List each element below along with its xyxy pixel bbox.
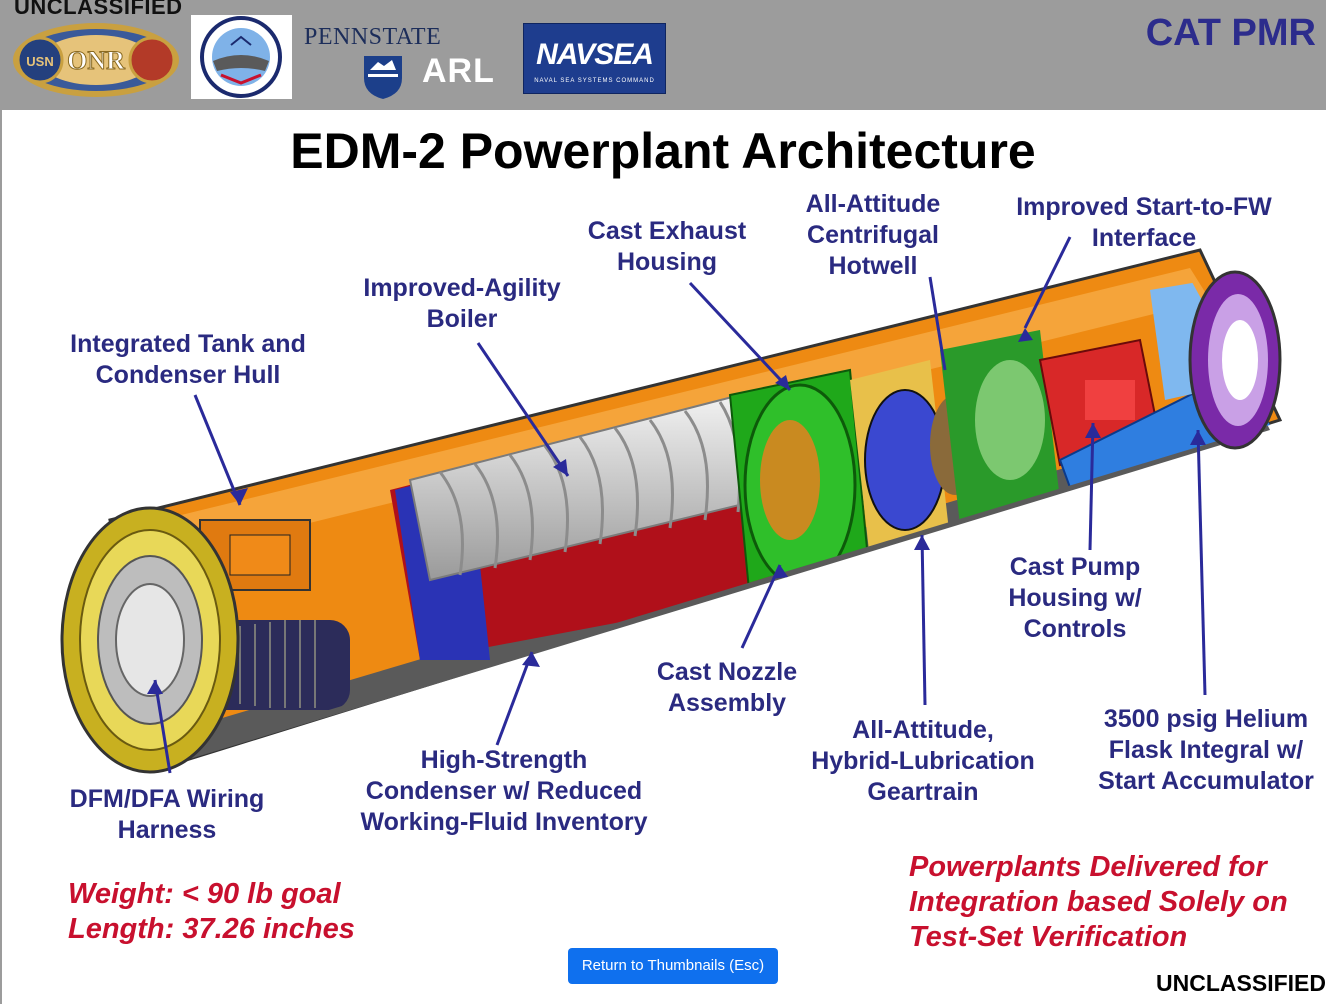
- return-to-thumbnails-button[interactable]: Return to Thumbnails (Esc): [568, 948, 778, 984]
- classification-bottom: UNCLASSIFIED: [1156, 970, 1326, 996]
- callout-lines: [153, 236, 1207, 774]
- label-start-fw-interface: Improved Start-to-FW Interface: [1016, 193, 1272, 252]
- label-exhaust-housing: Cast Exhaust Housing: [587, 217, 747, 276]
- arl-text: ARL: [422, 52, 495, 90]
- navsea-logo: NAVSEA NAVAL SEA SYSTEMS COMMAND: [523, 23, 666, 94]
- specs-block: Weight: < 90 lb goal Length: 37.26 inche…: [68, 877, 355, 947]
- pennstate-arl-logo: PENNSTATE ARL: [304, 20, 514, 102]
- svg-text:USN: USN: [26, 54, 53, 69]
- label-condenser: High-Strength Condenser w/ Reduced Worki…: [360, 746, 648, 836]
- navsea-text: NAVSEA: [536, 38, 654, 71]
- program-label: CAT PMR: [1145, 12, 1316, 54]
- delivery-note: Powerplants Delivered for Integration ba…: [909, 851, 1288, 953]
- powerplant-cutaway-illustration: [60, 236, 1283, 774]
- onr-logo-text: ONR: [67, 46, 125, 75]
- label-helium-flask: 3500 psig Helium Flask Integral w/ Start…: [1098, 705, 1314, 795]
- label-hotwell: All-Attitude Centrifugal Hotwell: [805, 190, 941, 280]
- classification-top: UNCLASSIFIED: [14, 0, 183, 19]
- label-tank-hull: Integrated Tank and Condenser Hull: [70, 330, 306, 389]
- label-pump-housing: Cast Pump Housing w/ Controls: [1008, 553, 1142, 643]
- label-geartrain: All-Attitude, Hybrid-Lubrication Geartra…: [811, 716, 1035, 806]
- label-wiring-harness: DFM/DFA Wiring Harness: [69, 785, 265, 844]
- spec-weight: Weight: < 90 lb goal: [68, 878, 341, 910]
- label-boiler: Improved-Agility Boiler: [363, 274, 561, 333]
- pennstate-shield-icon: [364, 56, 402, 99]
- left-rule: [0, 110, 2, 1004]
- label-nozzle-assembly: Cast Nozzle Assembly: [656, 658, 798, 717]
- navsea-subtitle: NAVAL SEA SYSTEMS COMMAND: [534, 78, 655, 84]
- pennstate-text: PENNSTATE: [304, 24, 442, 50]
- slide-title: EDM-2 Powerplant Architecture: [290, 123, 1036, 179]
- spec-length: Length: 37.26 inches: [68, 913, 355, 945]
- onr-logo: USN ONR: [13, 23, 179, 97]
- combat-systems-logo: [191, 15, 292, 99]
